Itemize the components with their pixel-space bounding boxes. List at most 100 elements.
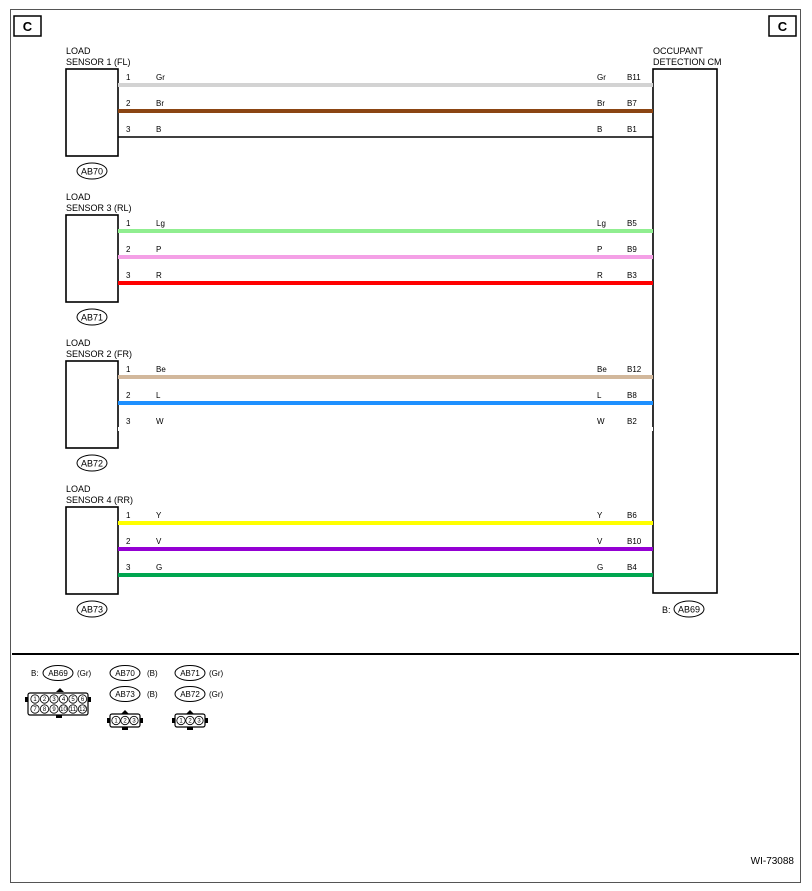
- connector-pin: [77, 694, 88, 704]
- connector-pin: [39, 694, 50, 704]
- sensor-label-line1: LOAD: [66, 192, 91, 202]
- sensor-label-line1: LOAD: [66, 338, 91, 348]
- connector-pin: [77, 704, 88, 714]
- ecm-title-line1: OCCUPANT: [653, 46, 703, 56]
- corner-tag-left: C: [13, 15, 42, 37]
- ecm-box: [652, 68, 718, 594]
- legend-ab70-color: (B): [147, 669, 158, 678]
- legend-ab72-label: AB72: [180, 690, 200, 699]
- wire-color-code-left: Gr: [156, 73, 165, 82]
- legend-b-prefix: B:: [31, 669, 39, 678]
- ecm-connector-oval: [673, 600, 705, 618]
- sensor-connector-oval: [76, 308, 108, 326]
- wire-color-code-left: W: [156, 417, 164, 426]
- wire-color-code-left: R: [156, 271, 162, 280]
- connector-pin: [30, 704, 40, 714]
- legend-ab69-oval: [42, 665, 74, 681]
- ecm-connector-label: AB69: [678, 605, 700, 615]
- wire-color-code-right: B: [597, 125, 602, 134]
- ecm-pin-number: B10: [627, 537, 642, 546]
- sensor-pin-number: 2: [126, 391, 131, 400]
- wire-color-code-left: B: [156, 125, 161, 134]
- wire-color-code-right: R: [597, 271, 603, 280]
- sensor-box-fl: [65, 68, 119, 157]
- ecm-pin-number: B11: [627, 73, 641, 82]
- sensor-pin-number: 2: [126, 537, 131, 546]
- ecm-pin-number: B12: [627, 365, 642, 374]
- connector-pin: [120, 715, 130, 726]
- wire-color-code-right: G: [597, 563, 603, 572]
- sensor-pin-number: 3: [126, 271, 131, 280]
- wire-color-code-right: V: [597, 537, 603, 546]
- sensor-label-line2: SENSOR 1 (FL): [66, 57, 131, 67]
- wire-color-code-left: Y: [156, 511, 162, 520]
- connector-pin-number: 2: [123, 719, 127, 725]
- legend-ab72-color: (Gr): [209, 690, 224, 699]
- sensor-label-line2: SENSOR 2 (FR): [66, 349, 132, 359]
- ecm-title-line2: DETECTION CM: [653, 57, 722, 67]
- ecm-connector-prefix: B:: [662, 605, 671, 615]
- sensor-box-rl: [65, 214, 119, 303]
- corner-tag-left-text: C: [23, 19, 33, 34]
- wire-color-code-left: G: [156, 563, 162, 572]
- connector-pin: [30, 694, 40, 704]
- sensor-connector-oval: [76, 600, 108, 618]
- connector-pin-number: 12: [79, 707, 86, 713]
- legend-ab70-label: AB70: [115, 669, 135, 678]
- wire-color-code-right: L: [597, 391, 602, 400]
- sensor-pin-number: 2: [126, 245, 131, 254]
- ecm-pin-number: B2: [627, 417, 637, 426]
- ecm-pin-number: B4: [627, 563, 637, 572]
- wire-color-code-left: L: [156, 391, 161, 400]
- sensor-pin-number: 1: [126, 73, 131, 82]
- sensor-connector-label: AB73: [81, 605, 103, 615]
- connector-pin: [49, 704, 59, 714]
- connector-pin: [111, 715, 121, 726]
- legend-ab69-label: AB69: [48, 669, 68, 678]
- connector-pin-number: 2: [43, 697, 47, 703]
- connector-pin-number: 10: [60, 707, 67, 713]
- diagram-frame: [10, 9, 801, 883]
- wire-color-code-left: Lg: [156, 219, 165, 228]
- corner-tag-right-text: C: [778, 19, 788, 34]
- connector-pin-number: 11: [70, 707, 77, 713]
- connector-pin-number: 3: [132, 719, 136, 725]
- wire-color-code-right: Lg: [597, 219, 606, 228]
- sensor-pin-number: 1: [126, 511, 131, 520]
- connector-pin-number: 5: [71, 697, 75, 703]
- wire-color-code-left: P: [156, 245, 161, 254]
- legend: B: AB69 (Gr) AB70 (B) AB73 (B) AB71 (Gr)…: [25, 665, 224, 730]
- connector-pin-number: 8: [43, 707, 47, 713]
- legend-ab72-oval: [174, 686, 206, 702]
- ecm-pin-number: B6: [627, 511, 637, 520]
- ecm-pin-number: B9: [627, 245, 637, 254]
- legend-ab70-oval: [109, 665, 141, 681]
- sensor-label-line1: LOAD: [66, 46, 91, 56]
- legend-ab73-oval: [109, 686, 141, 702]
- wire-color-code-right: Gr: [597, 73, 606, 82]
- connector-pin: [58, 694, 69, 704]
- sensor-label-line2: SENSOR 4 (RR): [66, 495, 133, 505]
- sensor-label-line1: LOAD: [66, 484, 91, 494]
- sensor-pin-number: 3: [126, 125, 131, 134]
- sensor-pin-number: 2: [126, 99, 131, 108]
- connector-pin: [68, 694, 78, 704]
- connector-pin: [176, 715, 186, 726]
- legend-ab69-color: (Gr): [77, 669, 92, 678]
- sensor-box-fr: [65, 360, 119, 449]
- legend-ab71-color: (Gr): [209, 669, 224, 678]
- sensor-connector-label: AB70: [81, 167, 103, 177]
- connector-pin-number: 6: [81, 697, 85, 703]
- sensor-pin-number: 1: [126, 219, 131, 228]
- connector-pin: [39, 704, 50, 714]
- ecm-pin-number: B3: [627, 271, 637, 280]
- sensor-connector-oval: [76, 454, 108, 472]
- sensor-box-rr: [65, 506, 119, 595]
